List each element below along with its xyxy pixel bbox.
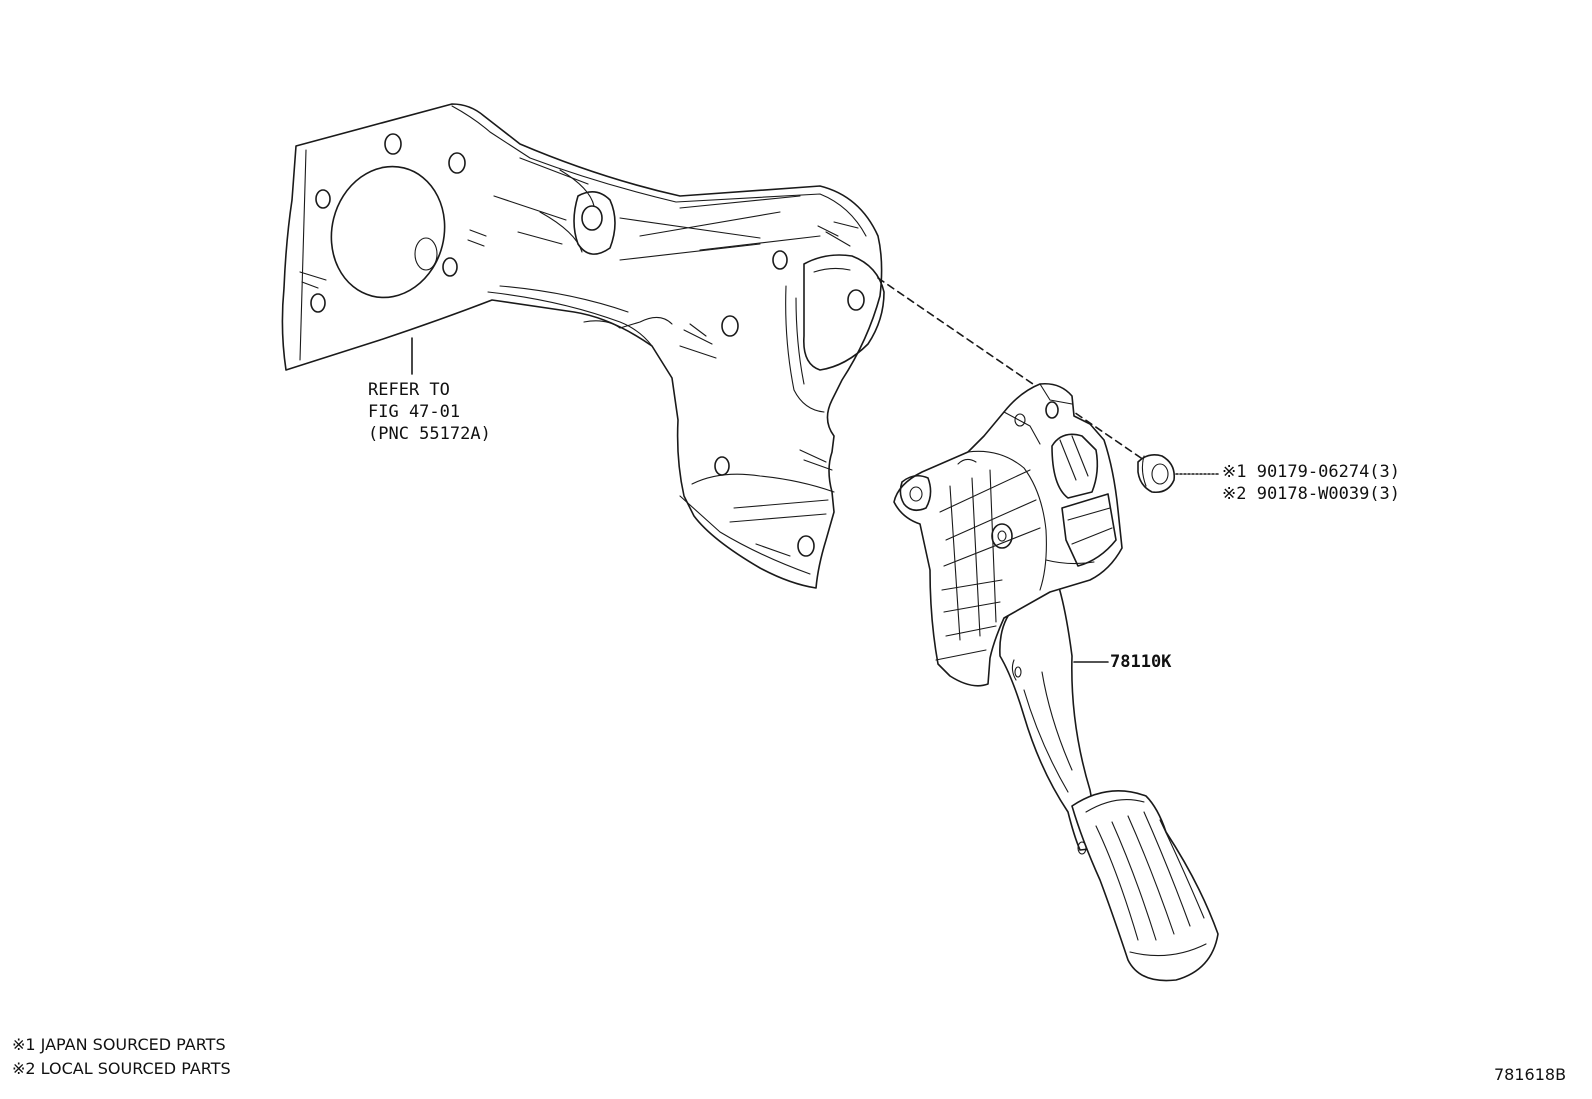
pedal-bracket-drawing bbox=[281, 103, 885, 589]
nut-part-number-1: ※1 90179-06274(3) bbox=[1222, 462, 1401, 482]
legend-note-japan: ※1 JAPAN SOURCED PARTS bbox=[12, 1035, 226, 1054]
refer-label-line1: REFER TO bbox=[368, 380, 450, 400]
legend-note-local: ※2 LOCAL SOURCED PARTS bbox=[12, 1059, 231, 1078]
nut-part-number-2: ※2 90178-W0039(3) bbox=[1222, 484, 1401, 504]
refer-label-line3: (PNC 55172A) bbox=[368, 424, 491, 444]
mounting-axis-dashed bbox=[877, 277, 1145, 461]
pedal-part-number: 78110K bbox=[1110, 652, 1172, 672]
nut-drawing bbox=[1137, 454, 1176, 494]
refer-label-line2: FIG 47-01 bbox=[368, 402, 461, 422]
accelerator-pedal-drawing bbox=[893, 382, 1219, 982]
illustration-code: 781618B bbox=[1494, 1065, 1567, 1084]
